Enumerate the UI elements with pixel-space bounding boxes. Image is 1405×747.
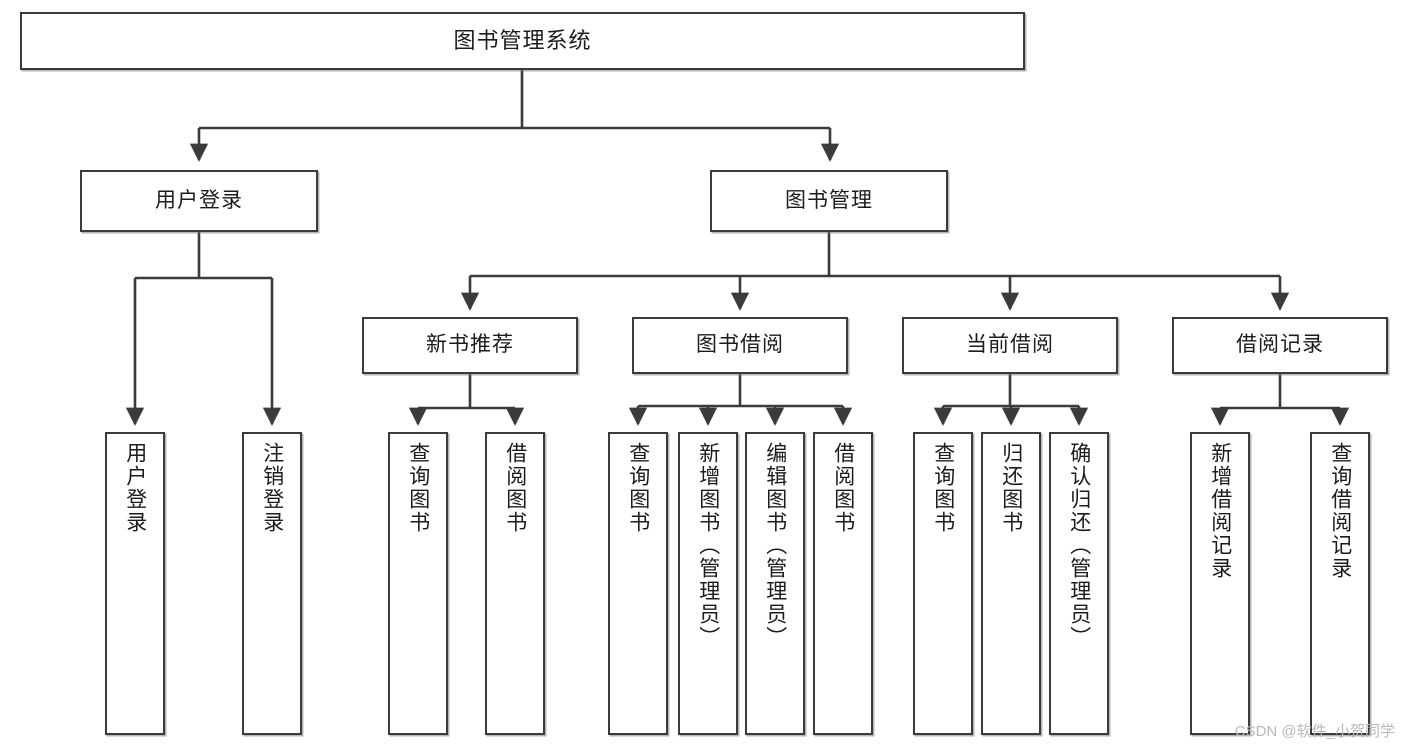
leaf-query-borrow-record[interactable]: 查询借阅记录 [1310,432,1370,735]
node-label: 当前借阅 [966,333,1054,357]
node-label: 图书借阅 [696,333,784,357]
leaf-query-book-current[interactable]: 查询图书 [913,432,973,735]
node-label: 图书管理 [785,188,873,212]
node-label: 编辑图书（管理员） [763,442,787,649]
leaf-query-book-recommend[interactable]: 查询图书 [388,432,448,735]
node-label: 注销登录 [260,442,284,534]
node-label: 借阅记录 [1236,333,1324,357]
node-label: 查询图书 [931,442,955,534]
node-label: 用户登录 [123,442,147,534]
node-label: 借阅图书 [831,442,855,534]
node-label: 新增图书（管理员） [696,442,720,649]
leaf-confirm-return-admin[interactable]: 确认归还（管理员） [1049,432,1109,735]
leaf-borrow-book-recommend[interactable]: 借阅图书 [485,432,545,735]
node-borrow-record[interactable]: 借阅记录 [1172,317,1388,374]
leaf-add-book-admin[interactable]: 新增图书（管理员） [678,432,738,735]
leaf-return-book[interactable]: 归还图书 [981,432,1041,735]
leaf-query-book-borrow[interactable]: 查询图书 [608,432,668,735]
node-book-manage[interactable]: 图书管理 [710,170,948,232]
leaf-user-login[interactable]: 用户登录 [105,432,165,735]
watermark: CSDN @软件_小贺同学 [1234,723,1395,740]
node-label: 查询借阅记录 [1328,442,1352,580]
leaf-edit-book-admin[interactable]: 编辑图书（管理员） [745,432,805,735]
node-label: 用户登录 [155,188,243,212]
node-label: 查询图书 [626,442,650,534]
node-label: 归还图书 [999,442,1023,534]
leaf-add-borrow-record[interactable]: 新增借阅记录 [1190,432,1250,735]
node-root-system[interactable]: 图书管理系统 [20,12,1025,70]
leaf-borrow-book[interactable]: 借阅图书 [813,432,873,735]
node-label: 借阅图书 [503,442,527,534]
node-label: 查询图书 [406,442,430,534]
node-label: 确认归还（管理员） [1067,442,1091,649]
node-book-borrow[interactable]: 图书借阅 [632,317,848,374]
node-new-book-recommend[interactable]: 新书推荐 [362,317,578,374]
node-label: 新增借阅记录 [1208,442,1232,580]
node-label: 新书推荐 [426,333,514,357]
leaf-logout[interactable]: 注销登录 [242,432,302,735]
node-user-login[interactable]: 用户登录 [80,170,318,232]
node-label: 图书管理系统 [453,28,592,54]
node-current-borrow[interactable]: 当前借阅 [902,317,1118,374]
